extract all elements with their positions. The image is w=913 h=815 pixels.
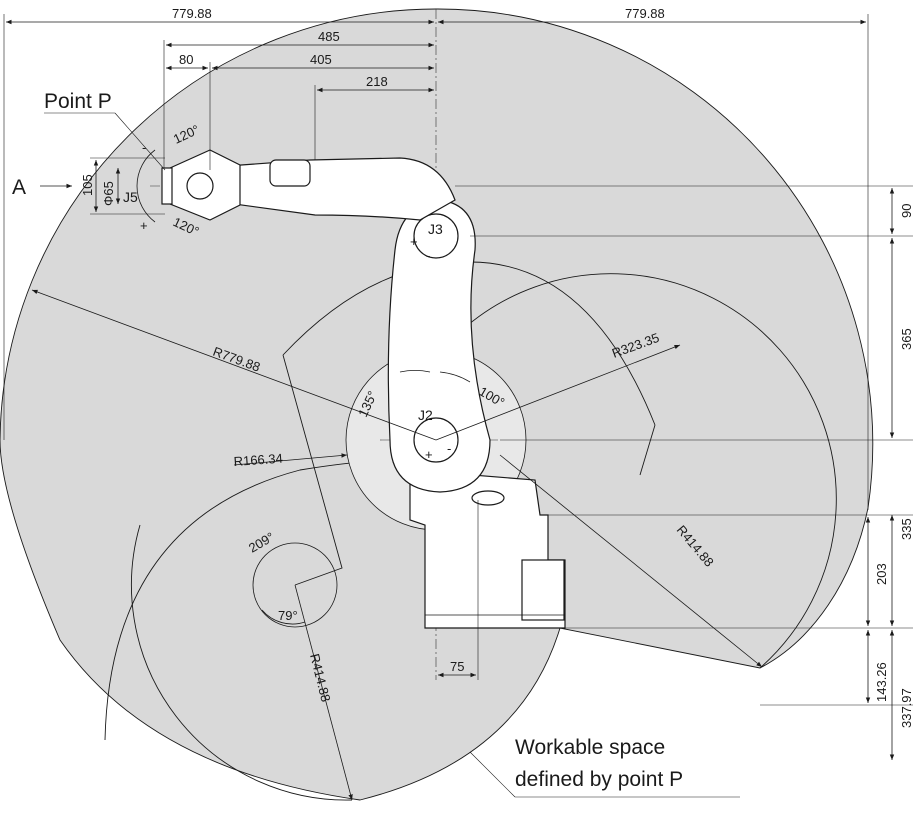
j3-hub (413, 213, 459, 259)
j2-limit-left (282, 354, 343, 586)
j5-label: J5 (123, 189, 138, 205)
j2-arc-100 (439, 371, 471, 383)
view-a-label: A (12, 176, 26, 199)
workable-space-line2: defined by point P (515, 768, 683, 791)
dim-80-label: 80 (179, 52, 193, 67)
r166-label: R166.34 (233, 451, 283, 469)
j5-plus-sign: + (140, 218, 148, 233)
robot-arm (161, 149, 566, 629)
j2-label: J2 (418, 407, 433, 423)
point-p-leader (114, 112, 166, 171)
dim-phi65-label: Φ65 (101, 181, 116, 206)
radius-r414-left (294, 584, 353, 801)
upper-arm (199, 157, 456, 221)
j3-minus-sign: - (426, 248, 430, 263)
j3-label: J3 (428, 221, 443, 237)
dim-top-left-label: 779.88 (172, 6, 212, 21)
dim-90-label: 90 (899, 204, 913, 218)
dim-203-label: 203 (874, 563, 889, 585)
upper-arm-cover (269, 159, 311, 187)
dim-485-label: 485 (318, 29, 340, 44)
dim-143-label: 143.26 (874, 662, 889, 702)
dimension-lines (3, 14, 913, 801)
dim-335-label: 335 (899, 518, 913, 540)
radius-r779 (31, 289, 437, 441)
j2-plus-sign: + (425, 447, 433, 462)
j3-arc-79 (261, 609, 306, 625)
angle-j3-small: 79° (278, 608, 298, 623)
radius-r166 (233, 453, 348, 466)
workable-leader (469, 751, 516, 798)
dim-337-label: 337.97 (899, 688, 913, 728)
j3-rotation-circle (252, 542, 338, 628)
j5-minus-sign: - (142, 140, 146, 155)
right-r414-arc (461, 273, 837, 669)
j5-hub (186, 172, 214, 200)
dim-105-label: 105 (80, 174, 95, 196)
dim-405-label: 405 (310, 52, 332, 67)
j2-arc-135 (399, 370, 431, 373)
flange (161, 167, 173, 205)
dim-top-right-label: 779.88 (625, 6, 665, 21)
dim-75-label: 75 (450, 659, 464, 674)
point-p-label: Point P (44, 90, 112, 113)
dim-218-label: 218 (366, 74, 388, 89)
j3-plus-sign: + (410, 234, 418, 249)
workable-space-line1: Workable space (515, 736, 665, 759)
base-connector (521, 559, 565, 621)
j5-arc (136, 149, 156, 223)
lower-arm (387, 199, 491, 493)
radius-r414-right (499, 454, 763, 668)
left-r414-arc (130, 524, 353, 801)
radius-r323 (435, 344, 681, 441)
j2-limit-right (639, 424, 656, 476)
j2-minus-sign: - (447, 441, 451, 456)
base-port (471, 490, 505, 506)
dim-365-label: 365 (899, 328, 913, 350)
